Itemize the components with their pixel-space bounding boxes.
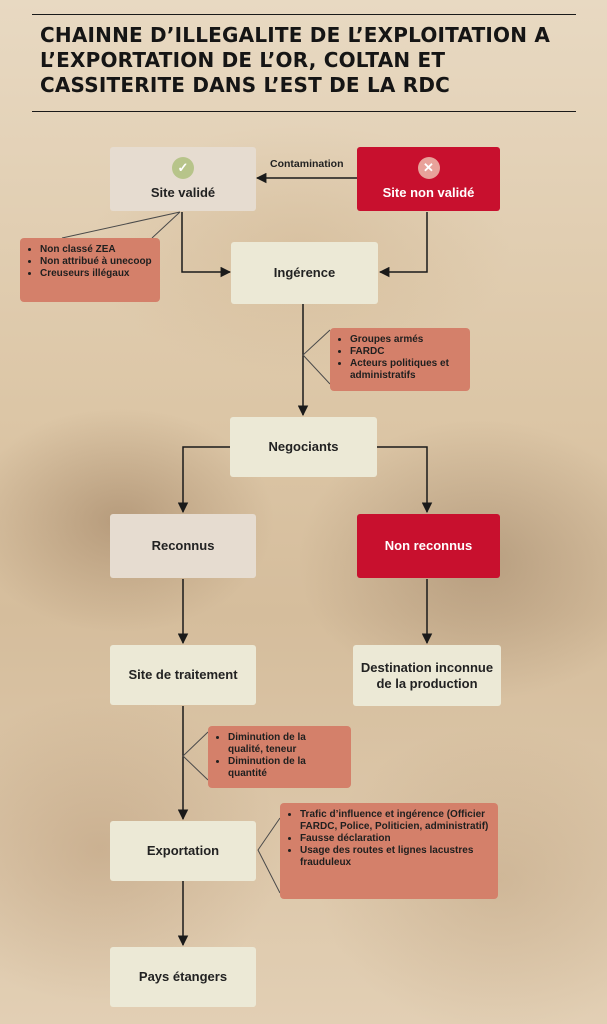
note-traitement: Diminution de la qualité, teneur Diminut…: [208, 726, 351, 788]
node-destination-inconnue: Destination inconnue de la production: [353, 645, 501, 706]
page-title: CHAINNE D’ILLEGALITE DE L’EXPLOITATION A…: [40, 23, 551, 97]
note-item: Groupes armés: [350, 334, 462, 346]
note-site-valide: Non classé ZEA Non attribué à unecoop Cr…: [20, 238, 160, 302]
node-non-reconnus-label: Non reconnus: [384, 538, 473, 553]
node-exportation: Exportation: [110, 821, 256, 881]
note-item: Acteurs politiques et administratifs: [350, 358, 462, 382]
node-ingerence: Ingérence: [231, 242, 378, 304]
node-pays-etrangers-label: Pays étangers: [138, 969, 228, 984]
edge-site-valide-ingerence: [181, 212, 232, 278]
cross-icon: ✕: [417, 157, 440, 179]
bracket-site-valide-note: [61, 211, 181, 239]
note-item: Creuseurs illégaux: [40, 268, 152, 280]
node-pays-etrangers: Pays étangers: [110, 947, 256, 1007]
node-destination-inconnue-label: Destination inconnue de la production: [360, 659, 494, 691]
note-item: FARDC: [350, 346, 462, 358]
node-negociants-label: Negociants: [268, 439, 339, 454]
node-site-non-valide-label: Site non validé: [382, 185, 475, 200]
node-site-valide-label: Site validé: [150, 185, 216, 200]
node-non-reconnus: Non reconnus: [357, 514, 500, 578]
node-site-non-valide: ✕ Site non validé: [357, 147, 500, 211]
node-ingerence-label: Ingérence: [273, 265, 336, 280]
node-site-traitement: Site de traitement: [110, 645, 256, 705]
node-site-traitement-label: Site de traitement: [128, 667, 238, 682]
note-item: Trafic d’influence et ingérence (Officie…: [300, 809, 490, 833]
edge-site-non-valide-ingerence: [378, 212, 428, 278]
note-item: Non attribué à unecoop: [40, 256, 152, 268]
note-item: Usage des routes et lignes lacustres fra…: [300, 845, 490, 869]
edge-negociants-non-reconnus: [377, 446, 433, 514]
edge-label-contamination: Contamination: [270, 158, 344, 170]
node-site-valide: ✓ Site validé: [110, 147, 256, 211]
node-exportation-label: Exportation: [146, 843, 220, 858]
edge-negociants-reconnus: [177, 446, 230, 514]
title-block: CHAINNE D’ILLEGALITE DE L’EXPLOITATION A…: [32, 14, 576, 112]
note-item: Diminution de la quantité: [228, 756, 343, 780]
node-reconnus: Reconnus: [110, 514, 256, 578]
node-reconnus-label: Reconnus: [151, 538, 215, 553]
note-ingerence: Groupes armés FARDC Acteurs politiques e…: [330, 328, 470, 391]
node-negociants: Negociants: [230, 417, 377, 477]
bracket-ingerence-note: [302, 329, 331, 385]
bracket-exportation-note: [257, 817, 281, 894]
check-icon: ✓: [172, 157, 194, 179]
note-item: Non classé ZEA: [40, 244, 152, 256]
note-item: Fausse déclaration: [300, 833, 490, 845]
note-item: Diminution de la qualité, teneur: [228, 732, 343, 756]
note-exportation: Trafic d’influence et ingérence (Officie…: [280, 803, 498, 899]
bracket-traitement-note: [182, 731, 209, 781]
